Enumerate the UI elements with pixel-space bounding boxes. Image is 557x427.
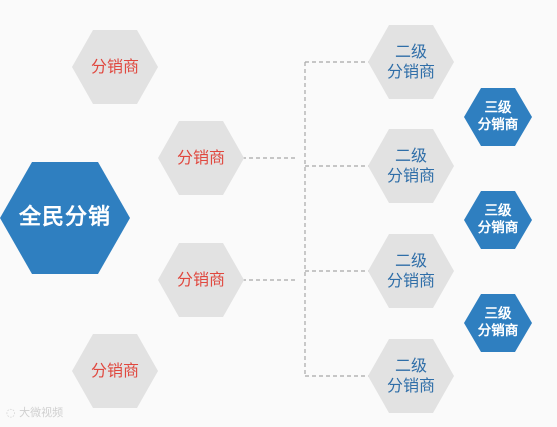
center-node: 全民分销 [0,162,130,274]
level2-label-line2: 分销商 [386,166,435,185]
watermark: ◌ 大微视频 [6,404,63,420]
center-label: 全民分销 [18,205,111,231]
distributor-label: 分销商 [176,148,225,167]
level2-node-2: 二级 分销商 [368,129,454,203]
level2-node-4: 二级 分销商 [368,339,454,413]
level3-label-line1: 三级 [484,100,512,117]
watermark-text: 大微视频 [19,406,64,419]
distributor-label: 分销商 [90,361,139,380]
level2-label-line1: 二级 [394,251,427,270]
distributor-node-1: 分销商 [72,30,158,104]
level2-label-line2: 分销商 [386,376,435,395]
level3-label-line2: 分销商 [477,117,519,133]
level2-label-line1: 二级 [394,146,427,165]
level3-label-line2: 分销商 [477,220,519,236]
distributor-label: 分销商 [176,270,225,289]
level3-label-line2: 分销商 [477,323,519,339]
level3-node-3: 三级 分销商 [464,294,532,352]
level2-label-line2: 分销商 [386,62,435,81]
distributor-label: 分销商 [90,57,139,76]
level2-label-line1: 二级 [394,356,427,375]
level2-label-line2: 分销商 [386,271,435,290]
distributor-node-2: 分销商 [158,121,244,195]
level3-label-line1: 三级 [484,203,512,220]
center-hexagon [0,162,130,274]
level3-node-2: 三级 分销商 [464,191,532,249]
level2-node-1: 二级 分销商 [368,25,454,99]
level2-node-3: 二级 分销商 [368,234,454,308]
level3-label-line1: 三级 [484,306,512,323]
level2-label-line1: 二级 [394,42,427,61]
distributor-node-3: 分销商 [158,243,244,317]
level3-node-1: 三级 分销商 [464,88,532,146]
distributor-node-4: 分销商 [72,334,158,408]
watermark-icon: ◌ [6,406,16,419]
